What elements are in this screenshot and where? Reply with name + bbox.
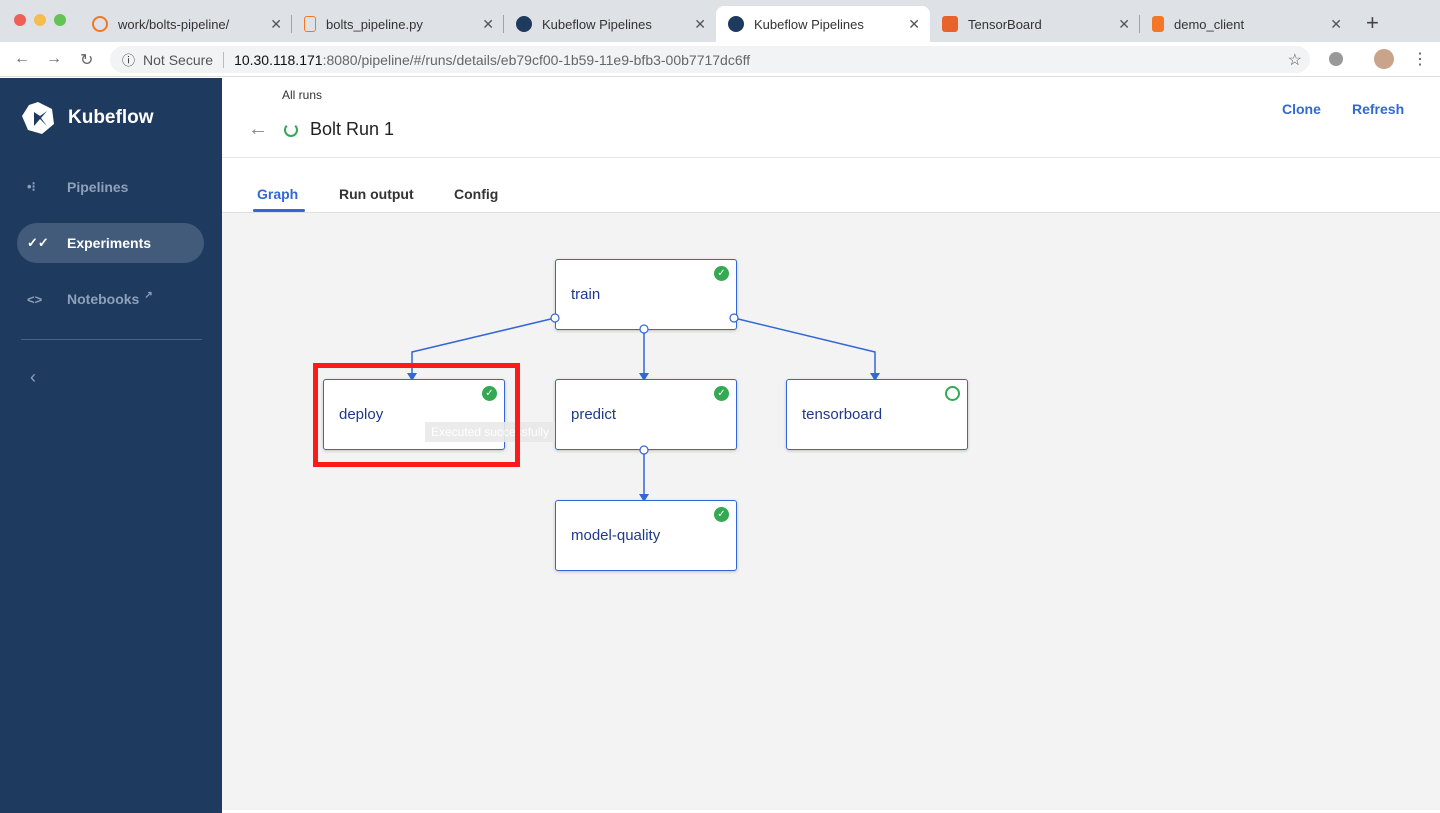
close-tab-icon[interactable]: ✕ xyxy=(1118,15,1130,32)
tab-title: demo_client xyxy=(1174,16,1245,32)
edge-train-tensorboard xyxy=(733,317,876,374)
back-icon[interactable]: ← xyxy=(14,50,30,67)
tab-title: bolts_pipeline.py xyxy=(326,16,423,32)
kubeflow-logo[interactable]: Kubeflow xyxy=(20,100,154,136)
file-icon xyxy=(304,16,316,32)
run-status-icon xyxy=(284,123,298,137)
close-window-button[interactable] xyxy=(14,14,26,26)
close-tab-icon[interactable]: ✕ xyxy=(908,15,920,32)
page-title: Bolt Run 1 xyxy=(310,119,395,139)
tab-config[interactable]: Config xyxy=(454,186,499,202)
graph-node-model-quality[interactable]: model-quality ✓ xyxy=(555,500,737,571)
reload-icon[interactable]: ↻ xyxy=(80,52,94,69)
arrowhead xyxy=(639,373,649,381)
book-icon xyxy=(1152,16,1164,32)
brand-name: Kubeflow xyxy=(68,107,154,128)
browser-tab[interactable]: work/bolts-pipeline/ ✕ xyxy=(80,6,292,42)
address-bar-row: ← → ↻ ⓘ Not Secure 10.30.118.171:8080/pi… xyxy=(0,42,1440,77)
sidebar-item-notebooks[interactable]: <> Notebooks ↗ xyxy=(17,279,204,319)
graph-node-predict[interactable]: predict ✓ xyxy=(555,379,737,450)
clone-button[interactable]: Clone xyxy=(1282,101,1321,117)
tab-run-output[interactable]: Run output xyxy=(339,186,414,202)
arrowhead xyxy=(639,494,649,502)
page-header: All runs ← Bolt Run 1 Clone Refresh xyxy=(222,78,1440,158)
close-tab-icon[interactable]: ✕ xyxy=(694,15,706,32)
tab-title: Kubeflow Pipelines xyxy=(754,16,864,32)
menu-icon[interactable]: ⋮ xyxy=(1412,51,1428,68)
url-host: 10.30.118.171 xyxy=(234,51,323,68)
minimize-window-button[interactable] xyxy=(34,14,46,26)
node-label: train xyxy=(571,286,601,303)
tab-graph-underline xyxy=(253,209,305,212)
back-arrow-icon[interactable]: ← xyxy=(248,118,268,140)
tab-graph[interactable]: Graph xyxy=(257,186,299,202)
browser-tab[interactable]: demo_client ✕ xyxy=(1140,6,1352,42)
sidebar-divider xyxy=(21,339,202,340)
browser-tab[interactable]: TensorBoard ✕ xyxy=(930,6,1140,42)
close-tab-icon[interactable]: ✕ xyxy=(482,15,494,32)
browser-tab[interactable]: bolts_pipeline.py ✕ xyxy=(292,6,504,42)
browser-tab-strip: work/bolts-pipeline/ ✕ bolts_pipeline.py ✕… xyxy=(0,0,1440,42)
url-input[interactable]: ⓘ Not Secure 10.30.118.171:8080/pipeline… xyxy=(110,46,1310,73)
url-path: :8080/pipeline/#/runs/details/eb79cf00-1… xyxy=(322,51,751,68)
arrowhead xyxy=(407,373,417,381)
node-label: tensorboard xyxy=(802,406,883,423)
node-label: model-quality xyxy=(571,527,661,544)
running-status-icon xyxy=(945,386,960,401)
sidebar: Kubeflow •⁝ Pipelines ✓✓ Experiments <> Not… xyxy=(0,78,222,813)
close-tab-icon[interactable]: ✕ xyxy=(270,15,282,32)
tensorboard-icon xyxy=(942,16,958,32)
sidebar-item-label: Notebooks xyxy=(67,291,140,307)
kubeflow-logo-icon xyxy=(22,102,54,134)
security-label: Not Secure xyxy=(143,51,214,68)
node-label: predict xyxy=(571,406,617,423)
sidebar-item-experiments[interactable]: ✓✓ Experiments xyxy=(17,223,204,263)
external-link-icon: ↗ xyxy=(144,289,153,301)
graph-node-tensorboard[interactable]: tensorboard xyxy=(786,379,968,450)
run-tabs: Graph Run output Config xyxy=(222,158,1440,213)
browser-tab-active[interactable]: Kubeflow Pipelines ✕ xyxy=(716,6,930,42)
success-check-icon: ✓ xyxy=(714,386,729,401)
forward-icon[interactable]: → xyxy=(46,50,62,67)
profile-avatar[interactable] xyxy=(1374,49,1394,69)
tab-title: Kubeflow Pipelines xyxy=(542,16,652,32)
pipeline-graph xyxy=(222,213,1440,810)
experiments-icon: ✓✓ xyxy=(27,235,49,250)
info-icon: ⓘ xyxy=(122,53,136,68)
tab-title: work/bolts-pipeline/ xyxy=(118,16,230,32)
breadcrumb-all-runs[interactable]: All runs xyxy=(282,88,323,102)
success-check-icon: ✓ xyxy=(714,507,729,522)
browser-tab[interactable]: Kubeflow Pipelines ✕ xyxy=(504,6,716,42)
highlight-box xyxy=(313,363,520,467)
bookmark-star-icon[interactable]: ☆ xyxy=(1287,51,1302,69)
collapse-sidebar-icon[interactable]: ‹ xyxy=(30,367,36,387)
success-check-icon: ✓ xyxy=(714,266,729,281)
node-label: deploy xyxy=(339,406,384,423)
tab-title: TensorBoard xyxy=(968,16,1042,32)
sidebar-item-pipelines[interactable]: •⁝ Pipelines xyxy=(17,167,204,207)
success-check-icon: ✓ xyxy=(482,386,497,401)
extension-icon[interactable] xyxy=(1329,52,1343,66)
new-tab-button[interactable]: + xyxy=(1366,10,1379,35)
jupyter-icon xyxy=(92,16,108,32)
sidebar-item-label: Pipelines xyxy=(67,179,129,195)
graph-node-train[interactable]: train ✓ xyxy=(555,259,737,330)
maximize-window-button[interactable] xyxy=(54,14,66,26)
code-icon: <> xyxy=(27,291,43,307)
refresh-button[interactable]: Refresh xyxy=(1352,101,1405,117)
kubeflow-icon xyxy=(516,16,532,32)
kubeflow-icon xyxy=(728,16,744,32)
pipelines-icon: •⁝ xyxy=(27,179,36,194)
sidebar-item-label: Experiments xyxy=(67,235,152,251)
arrowhead xyxy=(870,373,880,381)
close-tab-icon[interactable]: ✕ xyxy=(1330,15,1342,32)
